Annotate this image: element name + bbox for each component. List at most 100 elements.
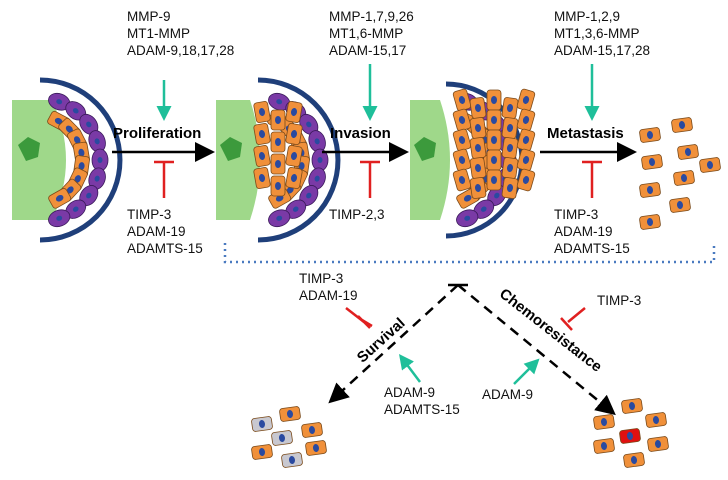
stage-title-invasion: Invasion xyxy=(330,125,391,142)
tumor-cell xyxy=(486,149,502,171)
tumor-cell xyxy=(271,430,293,446)
tumor-cell xyxy=(270,153,286,175)
tumor-cell xyxy=(285,167,303,189)
inhibitor-label: TIMP-3 xyxy=(554,207,599,222)
tumor-cell xyxy=(621,398,643,414)
tumor-cell xyxy=(251,416,273,432)
purple-cell xyxy=(456,209,479,228)
tumor-cell xyxy=(593,438,615,454)
tumor-cell xyxy=(486,169,502,191)
inhibitors-invasion: TIMP-2,3 xyxy=(329,206,385,223)
tumor-cell xyxy=(469,97,487,119)
tumor-cell xyxy=(253,167,271,189)
tumor-cell xyxy=(516,148,536,172)
purple-cell xyxy=(48,209,71,228)
tumor-cell xyxy=(253,123,271,145)
inhibitors-survival: TIMP-3 ADAM-19 xyxy=(299,270,358,304)
promoters-invasion: MMP-1,7,9,26 MT1,6-MMP ADAM-15,17 xyxy=(329,8,414,59)
tumor-cell xyxy=(270,131,286,153)
tumor-cell xyxy=(501,117,519,139)
tumor-cell xyxy=(469,117,487,139)
tumor-cell xyxy=(270,109,286,131)
tumor-cell xyxy=(253,145,271,167)
tumor-cell xyxy=(452,108,472,132)
purple-cell xyxy=(91,148,109,172)
inhibitor-label: ADAM-19 xyxy=(299,288,358,303)
stroma-nucleus xyxy=(414,137,436,161)
inhibit-bar-proliferation xyxy=(154,160,174,198)
promote-arrow-survival xyxy=(399,354,421,383)
tumor-cell xyxy=(623,452,645,468)
inhibitor-label: TIMP-3 xyxy=(127,207,172,222)
tumor-cell xyxy=(516,128,536,152)
stroma-region xyxy=(410,100,450,220)
promote-arrow-chemoresistance xyxy=(513,358,540,385)
promoter-label: ADAM-15,17,28 xyxy=(554,43,651,58)
tumor-cell xyxy=(469,137,487,159)
stroma-nucleus xyxy=(18,137,40,161)
tumor-cell xyxy=(516,88,536,112)
tumor-cell xyxy=(452,168,472,192)
tumor-cell xyxy=(645,412,667,428)
tumor-cell xyxy=(593,414,615,430)
inhibitor-label: TIMP-3 xyxy=(299,271,344,286)
tumor-cell xyxy=(486,109,502,131)
tumor-cell xyxy=(699,157,721,173)
purple-cell xyxy=(79,113,99,135)
promoter-label: ADAM-9 xyxy=(482,387,534,402)
tumor-cell xyxy=(639,182,661,198)
promoter-label: MMP-1,2,9 xyxy=(554,9,621,24)
tumor-cell xyxy=(501,137,519,159)
tumor-invasive xyxy=(410,81,536,239)
purple-cell xyxy=(285,199,307,219)
promoter-label: MMP-1,7,9,26 xyxy=(329,9,414,24)
tumor-cell xyxy=(270,175,286,197)
promoters-chemoresistance: ADAM-9 xyxy=(482,386,533,403)
purple-cell xyxy=(308,130,326,153)
inhibit-bar-survival xyxy=(345,307,373,329)
tumor-cell xyxy=(671,117,693,133)
promoter-label: MMP-9 xyxy=(127,9,171,24)
tumor-cell xyxy=(281,452,303,468)
promoters-survival: ADAM-9 ADAMTS-15 xyxy=(384,384,460,418)
tumor-cell xyxy=(285,145,303,167)
basement-membrane xyxy=(39,77,123,243)
inhibitor-label: ADAMTS-15 xyxy=(127,241,203,256)
inhibitor-label: ADAM-19 xyxy=(554,224,613,239)
tumor-cell xyxy=(486,129,502,151)
tumor-cell xyxy=(469,177,487,199)
inhibitors-proliferation: TIMP-3 ADAM-19 ADAMTS-15 xyxy=(127,206,203,257)
promoter-label: ADAMTS-15 xyxy=(384,402,460,417)
inhibit-bar-metastasis xyxy=(582,160,602,198)
stroma-region xyxy=(216,100,260,220)
purple-cell xyxy=(473,199,495,219)
tumor-cell xyxy=(48,187,72,209)
stroma-region xyxy=(12,100,66,220)
inhibitor-label: TIMP-3 xyxy=(597,293,642,308)
purple-cell xyxy=(88,167,106,190)
purple-cell xyxy=(308,167,326,190)
tumor-cell xyxy=(516,108,536,132)
tumor-cell xyxy=(279,406,301,422)
tumor-cell xyxy=(501,97,519,119)
tumor-cell xyxy=(452,128,472,152)
inhibitor-label: ADAM-19 xyxy=(127,224,186,239)
stage-title-metastasis: Metastasis xyxy=(547,125,624,142)
tumor-cell xyxy=(285,101,303,123)
tumor-cell xyxy=(639,127,661,143)
tumor-cell xyxy=(452,148,472,172)
promoter-label: ADAM-9 xyxy=(384,385,436,400)
tumor-cell xyxy=(253,101,271,123)
dotted-bracket xyxy=(223,243,716,264)
tumor-cell xyxy=(501,157,519,179)
promoters-metastasis: MMP-1,2,9 MT1,3,6-MMP ADAM-15,17,28 xyxy=(554,8,650,59)
stroma-nucleus xyxy=(220,137,242,161)
promoter-label: ADAM-15,17 xyxy=(329,43,407,58)
tumor-early-stage xyxy=(12,77,123,243)
promoter-label: ADAM-9,18,17,28 xyxy=(127,43,235,58)
tumor-proliferating xyxy=(216,77,341,243)
tumor-cell xyxy=(452,88,472,112)
purple-cell xyxy=(268,209,291,228)
